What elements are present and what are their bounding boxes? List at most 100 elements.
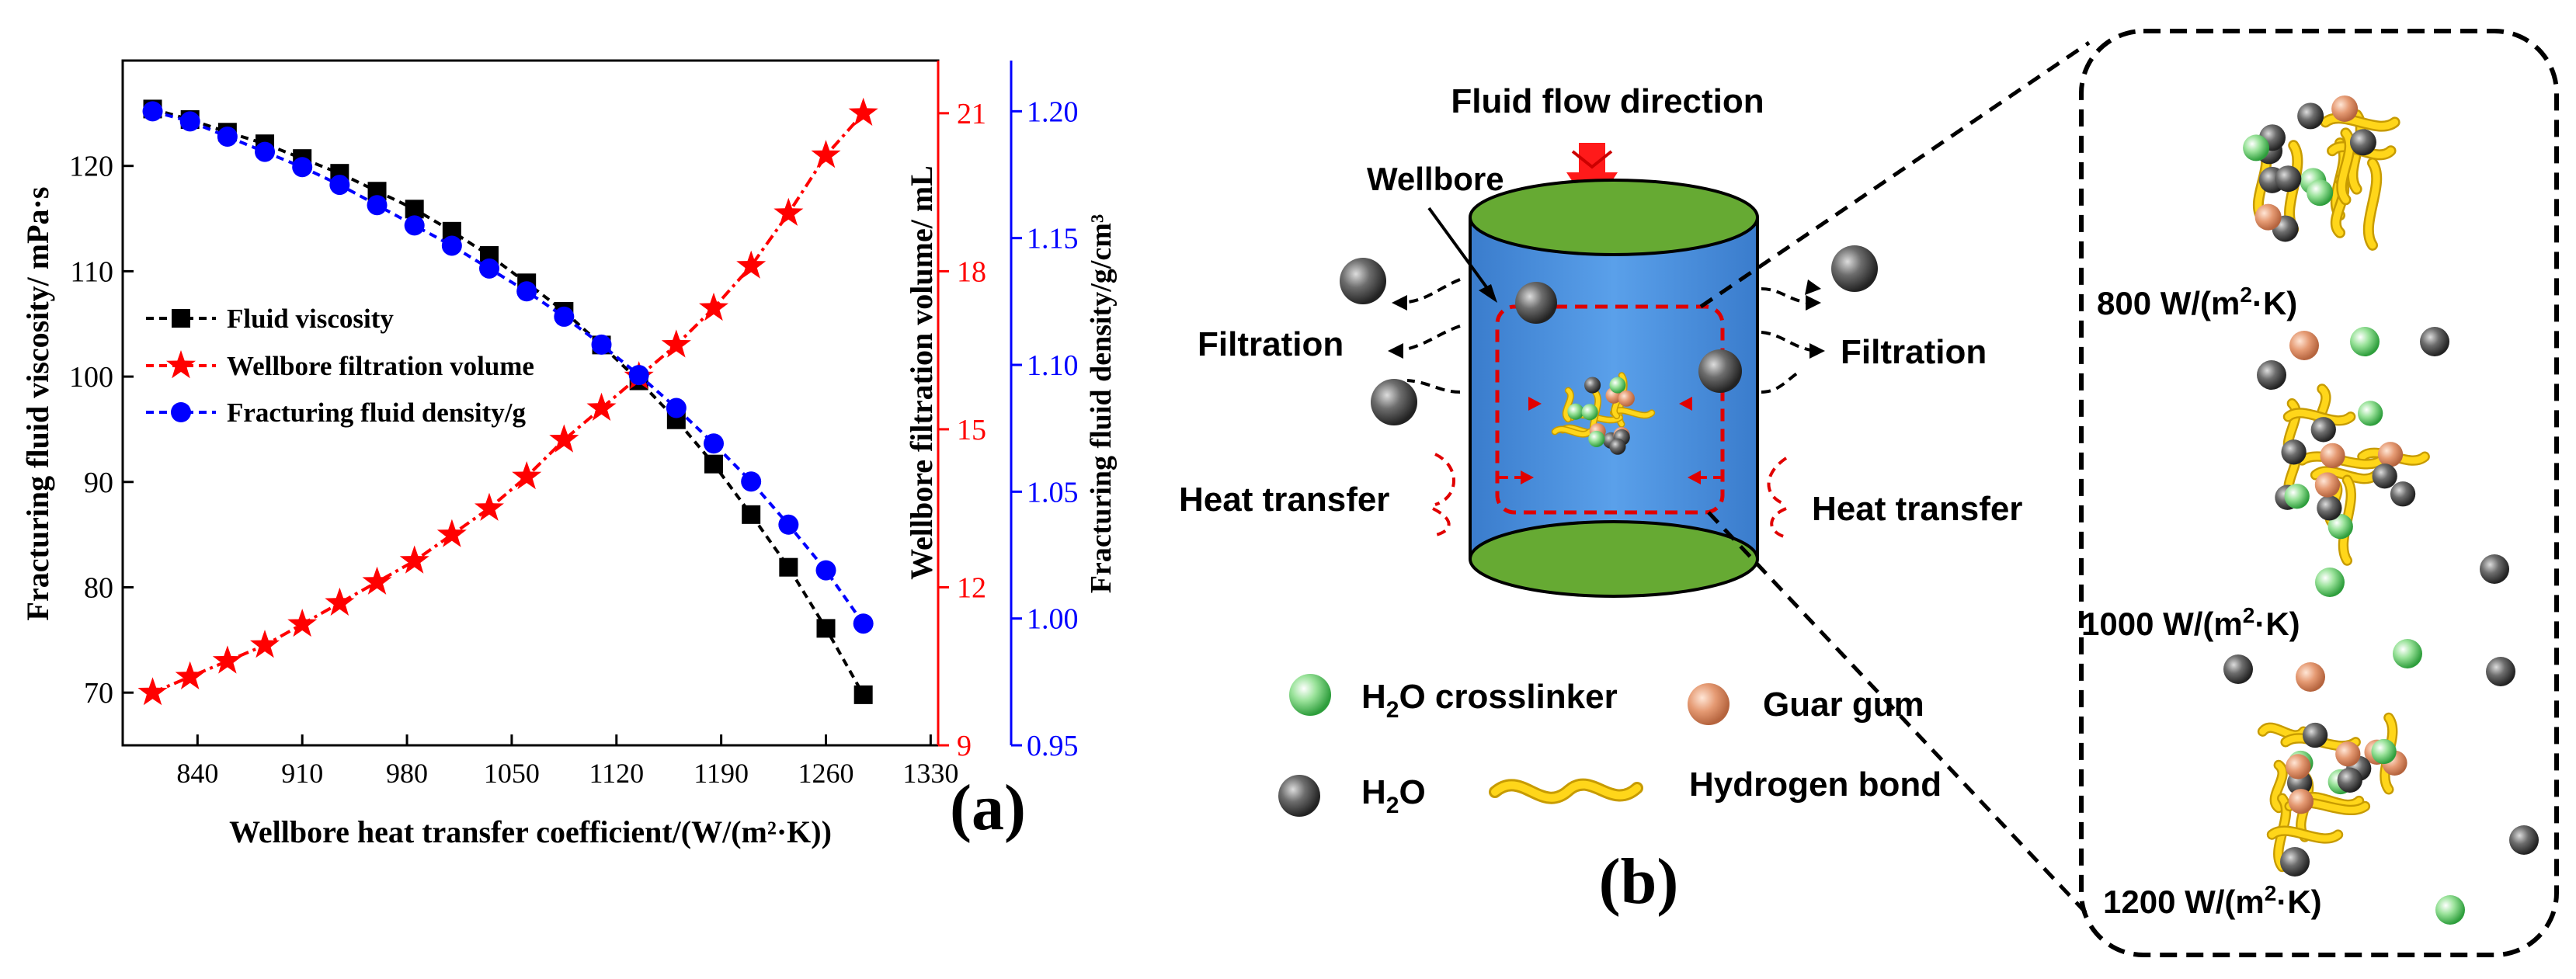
h2o-particle — [2486, 657, 2515, 686]
guar-gum-particle — [1618, 390, 1635, 407]
h2o-particle — [1515, 282, 1557, 324]
filtration-right-label: Filtration — [1841, 333, 1987, 371]
hydrogen-bond-fiber-highlight — [2321, 114, 2399, 130]
hydrogen-bond-fiber-highlight — [1552, 427, 1592, 437]
legend-h2o-icon — [1278, 775, 1320, 817]
x-tick-label: 1050 — [484, 758, 540, 789]
h2o-particle — [2280, 847, 2310, 877]
diagram-legend: H2O crosslinker Guar gum H2O Hydrogen bo… — [1278, 674, 1942, 818]
hydrogen-bond-fiber-highlight — [2338, 129, 2354, 203]
data-point-star — [586, 392, 617, 421]
data-point-circle — [628, 365, 649, 386]
x-tick-label: 840 — [176, 758, 218, 789]
data-point-star — [399, 545, 429, 574]
blue-tick-label: 1.20 — [1027, 95, 1079, 128]
data-point-circle — [179, 111, 200, 132]
crosslinker-particle — [1581, 404, 1598, 421]
h2o-particle — [1609, 438, 1626, 455]
h2o-particle — [2337, 767, 2362, 793]
data-point-circle — [142, 101, 163, 122]
crosslinker-particle — [2371, 738, 2397, 765]
data-point-circle — [815, 560, 836, 581]
legend-hydrogen-bond-highlight — [1491, 780, 1641, 802]
crosslinker-particle — [1588, 430, 1605, 447]
guar-gum-particle — [2254, 203, 2282, 231]
hydrogen-bond-fiber-highlight — [2365, 159, 2380, 249]
crosslinker-particle — [1567, 403, 1584, 420]
flow-direction-title: Fluid flow direction — [1451, 82, 1764, 120]
data-point-square — [816, 619, 836, 638]
red-tick-label: 12 — [957, 571, 986, 604]
h2o-particle — [2281, 439, 2307, 465]
data-point-star — [137, 677, 168, 706]
guar-gum-particle — [2314, 472, 2341, 498]
h2o-particle — [2317, 495, 2342, 521]
data-point-square — [779, 557, 798, 577]
molecular-network-1000 — [2275, 384, 2430, 566]
data-point-square — [853, 685, 873, 704]
panel-b-label: (b) — [1599, 845, 1679, 918]
data-point-circle — [292, 157, 313, 178]
data-point-star — [811, 140, 841, 168]
data-point-star — [475, 492, 504, 521]
guar-gum-particle — [2286, 754, 2311, 779]
h2o-particle — [2310, 417, 2336, 443]
crosslinker-particle — [2327, 514, 2353, 540]
data-point-square — [704, 454, 724, 474]
h2o-particle — [2480, 554, 2509, 584]
left-tick-label: 110 — [70, 255, 113, 288]
data-point-circle — [329, 175, 350, 196]
blue-tick-label: 1.00 — [1027, 603, 1079, 636]
data-point-star — [287, 609, 318, 637]
left-tick-label: 100 — [69, 361, 113, 394]
h2o-particle — [2349, 129, 2376, 156]
left-tick-label: 70 — [84, 677, 113, 710]
state-label-1000: 1000 W/(m2·K) — [2081, 603, 2300, 642]
crosslinker-particle — [2243, 134, 2270, 161]
data-point-square — [742, 505, 761, 524]
data-point-circle — [479, 258, 500, 279]
heat-arrowhead — [1679, 397, 1692, 411]
state-label-800: 800 W/(m2·K) — [2097, 283, 2297, 321]
x-tick-label: 1120 — [589, 758, 644, 789]
h2o-particle — [2275, 165, 2302, 193]
crosslinker-particle — [2393, 639, 2422, 668]
cylinder-top-cap — [1469, 179, 1759, 256]
left-tick-label: 120 — [69, 151, 113, 183]
guar-gum-particle — [2331, 95, 2359, 122]
x-axis-title: Wellbore heat transfer coefficient/(W/(m… — [229, 814, 832, 849]
data-point-star — [661, 329, 691, 358]
legend-guar-label: Guar gum — [1763, 686, 1924, 724]
wellbore-pointer — [1427, 207, 1493, 295]
blue-axis-title: Fracturing fluid density/g/cm³ — [1085, 214, 1118, 594]
loose-particles — [2223, 327, 2539, 925]
data-point-circle — [516, 281, 537, 302]
h2o-particle — [1584, 377, 1601, 394]
crosslinker-particle — [1609, 377, 1626, 394]
crosslinker-particle — [2307, 179, 2334, 207]
wellbore-label: Wellbore — [1367, 161, 1504, 197]
legend-label-density: Fracturing fluid density/g — [227, 398, 527, 428]
h2o-particle — [2257, 360, 2286, 390]
guar-gum-particle — [2296, 662, 2325, 692]
panel-b-diagram: Fluid flow direction Wellbore Filtration… — [1179, 29, 2559, 957]
x-tick-label: 1330 — [902, 758, 958, 789]
data-point-circle — [554, 306, 575, 327]
data-point-star — [250, 630, 280, 658]
blue-tick-label: 1.15 — [1027, 223, 1079, 255]
x-tick-label: 910 — [281, 758, 323, 789]
guar-gum-particle — [2320, 443, 2345, 468]
data-point-circle — [853, 613, 874, 634]
x-tick-label: 1260 — [798, 758, 854, 789]
red-tick-label: 9 — [957, 730, 972, 762]
crosslinker-particle — [2350, 327, 2380, 356]
left-tick-label: 90 — [84, 467, 113, 499]
data-point-square — [405, 200, 424, 219]
data-point-star — [736, 250, 767, 279]
data-point-circle — [741, 471, 762, 492]
legend-hydrogen-bond-label: Hydrogen bond — [1689, 765, 1942, 804]
h2o-particle — [1340, 258, 1386, 304]
blue-tick-label: 1.10 — [1027, 349, 1079, 382]
